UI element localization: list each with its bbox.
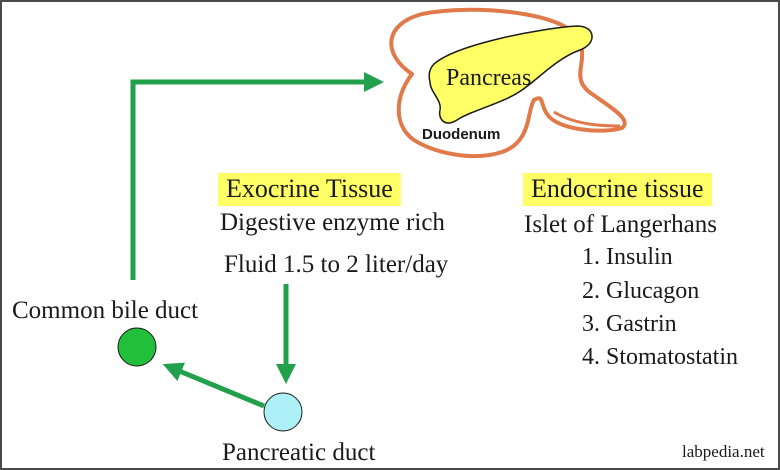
pancreas-shape: [428, 25, 593, 124]
common-bile-duct-node: [117, 327, 157, 367]
endocrine-item-2: 2. Glucagon: [582, 278, 700, 304]
exocrine-line-1: Digestive enzyme rich: [220, 209, 445, 236]
endocrine-subheading: Islet of Langerhans: [524, 211, 717, 238]
endocrine-item-3: 3. Gastrin: [582, 311, 677, 337]
exocrine-heading: Exocrine Tissue: [218, 173, 401, 206]
exocrine-line-2: Fluid 1.5 to 2 liter/day: [224, 251, 449, 278]
bile-duct-arrow: [130, 72, 384, 280]
endocrine-item-1: 1. Insulin: [582, 244, 673, 270]
duodenum-tail: [553, 110, 621, 128]
duodenum-outline: [389, 7, 627, 159]
pancreatic-to-bile-arrow: [162, 362, 265, 409]
watermark-text: labpedia.net: [682, 442, 765, 461]
duodenum-label: Duodenum: [422, 126, 501, 143]
pancreatic-duct-node: [263, 392, 303, 432]
endocrine-heading: Endocrine tissue: [523, 173, 712, 206]
pancreatic-duct-label: Pancreatic duct: [222, 439, 376, 466]
common-bile-duct-label: Common bile duct: [12, 297, 199, 324]
pancreas-label: Pancreas: [446, 65, 532, 91]
endocrine-item-4: 4. Stomatostatin: [582, 344, 738, 370]
